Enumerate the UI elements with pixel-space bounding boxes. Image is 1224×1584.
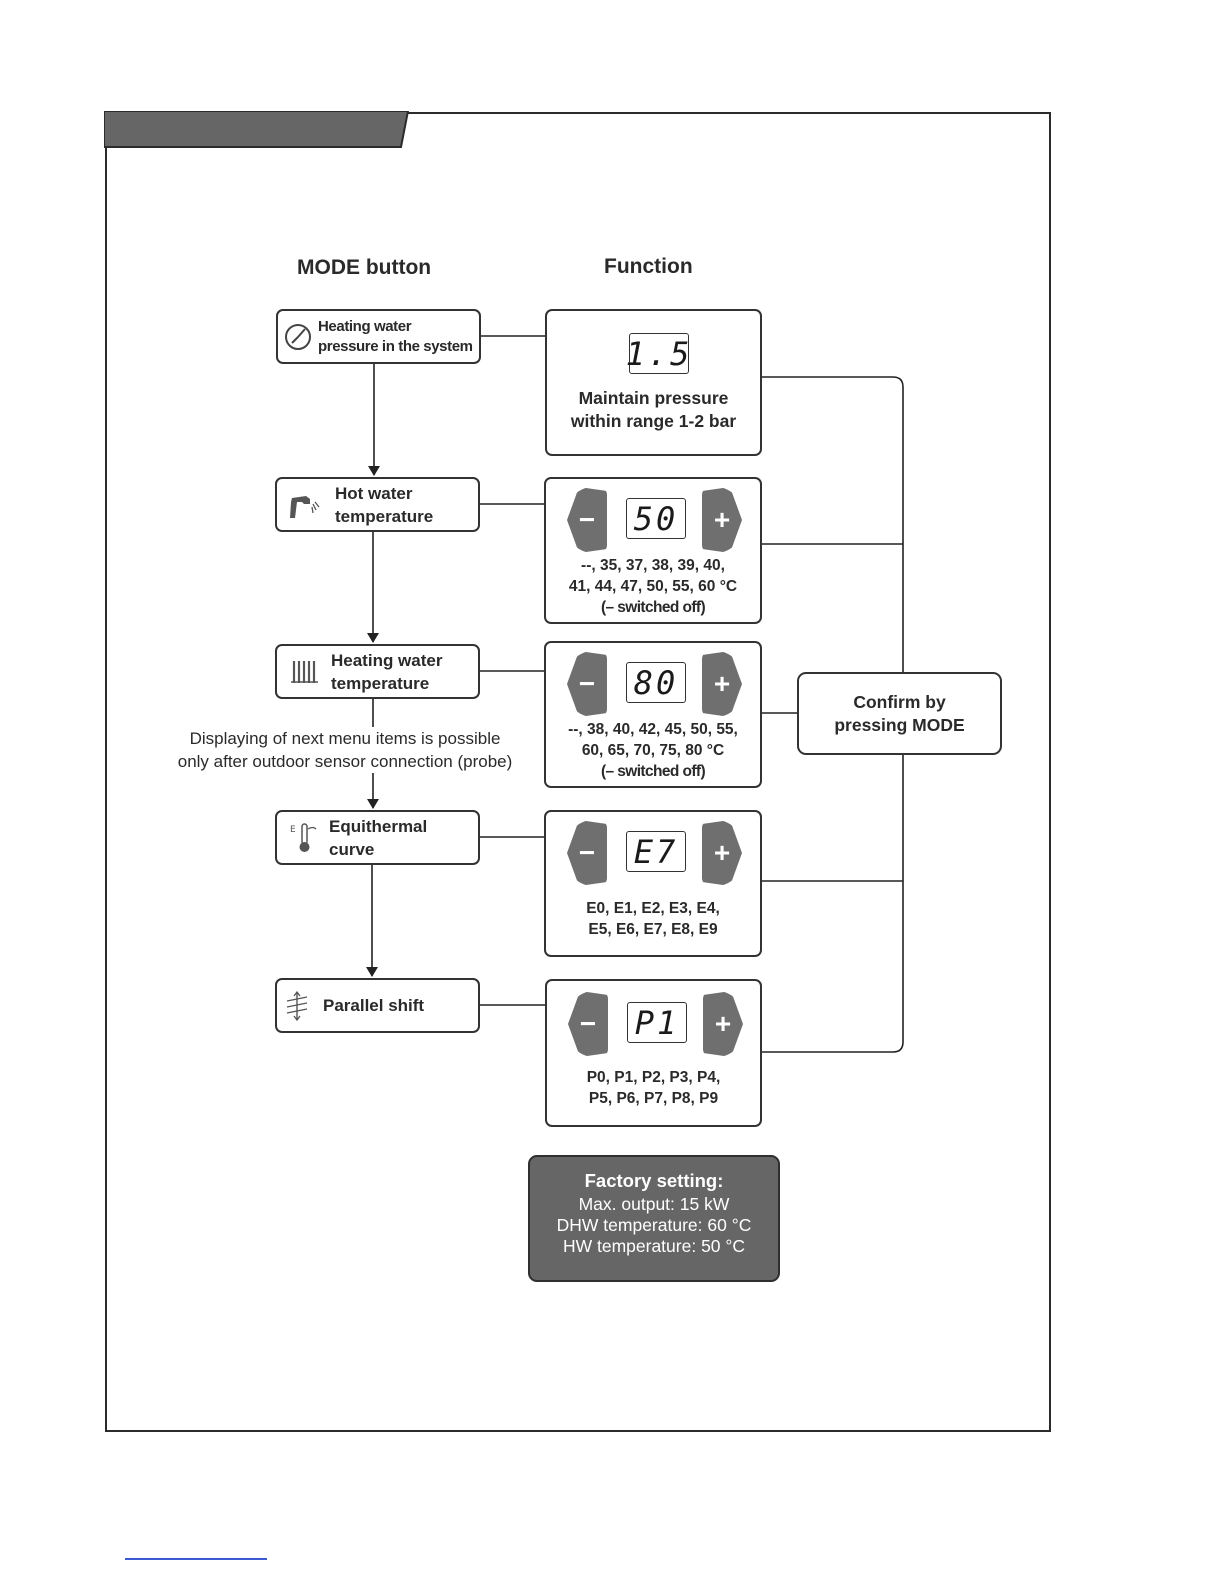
mode-label-line: Heating water bbox=[318, 317, 412, 335]
function-box-parallel-shift: − P1 + P0, P1, P2, P3, P4, P5, P6, P7, P… bbox=[545, 979, 762, 1127]
minus-button[interactable]: − bbox=[567, 820, 607, 886]
function-text-line: --, 35, 37, 38, 39, 40, bbox=[581, 557, 725, 574]
function-box-heating-water: − 80 + --, 38, 40, 42, 45, 50, 55, 60, 6… bbox=[544, 641, 762, 788]
confirm-line: Confirm by bbox=[853, 691, 946, 712]
plus-button[interactable]: + bbox=[702, 651, 742, 717]
mode-button-heading: MODE button bbox=[297, 256, 432, 279]
factory-line-dhw: DHW temperature: 60 °C bbox=[556, 1215, 752, 1235]
function-box-hot-water: − 50 + --, 35, 37, 38, 39, 40, 41, 44, 4… bbox=[544, 477, 762, 624]
mode-label-line: Heating water bbox=[331, 650, 443, 670]
radiator-icon bbox=[285, 658, 325, 686]
mode-box-pressure: Heating water pressure in the system bbox=[276, 309, 481, 364]
factory-title: Factory setting: bbox=[584, 1170, 724, 1191]
confirm-box: Confirm by pressing MODE bbox=[797, 672, 1002, 755]
note-line: Displaying of next menu items is possibl… bbox=[189, 729, 501, 748]
parallel-shift-icon bbox=[277, 990, 317, 1021]
function-text-line: 41, 44, 47, 50, 55, 60 °C bbox=[568, 578, 738, 595]
mode-box-hot-water: Hot water temperature bbox=[275, 477, 480, 532]
plus-button[interactable]: + bbox=[702, 487, 742, 553]
function-text-line: P0, P1, P2, P3, P4, bbox=[586, 1069, 721, 1086]
note-line: only after outdoor sensor connection (pr… bbox=[177, 752, 513, 771]
mode-label-line: temperature bbox=[331, 673, 430, 693]
factory-setting-box: Factory setting: Max. output: 15 kW DHW … bbox=[528, 1155, 780, 1282]
display-parallel-shift: P1 bbox=[627, 1002, 687, 1043]
function-text-line: P5, P6, P7, P8, P9 bbox=[588, 1090, 719, 1107]
confirm-line: pressing MODE bbox=[834, 714, 965, 735]
plus-button[interactable]: + bbox=[702, 820, 742, 886]
function-text-line: (– switched off) bbox=[600, 599, 706, 616]
factory-line-hw: HW temperature: 50 °C bbox=[562, 1236, 746, 1256]
function-text-line: 60, 65, 70, 75, 80 °C bbox=[581, 742, 725, 759]
sensor-note: Displaying of next menu items is possibl… bbox=[150, 727, 540, 773]
thermometer-icon: E bbox=[283, 821, 323, 855]
page-frame bbox=[105, 112, 1051, 1432]
function-text-line: (– switched off) bbox=[600, 763, 706, 780]
function-text-line: Maintain pressure bbox=[578, 388, 729, 408]
display-equithermal: E7 bbox=[626, 831, 686, 872]
function-text-line: --, 38, 40, 42, 45, 50, 55, bbox=[568, 721, 738, 738]
function-box-equithermal: − E7 + E0, E1, E2, E3, E4, E5, E6, E7, E… bbox=[544, 810, 762, 957]
function-text-line: within range 1-2 bar bbox=[570, 411, 737, 431]
minus-button[interactable]: − bbox=[568, 991, 608, 1057]
function-text-line: E5, E6, E7, E8, E9 bbox=[588, 921, 718, 938]
svg-text:E: E bbox=[290, 825, 296, 835]
display-heating-water: 80 bbox=[626, 662, 686, 703]
factory-line-output: Max. output: 15 kW bbox=[578, 1194, 730, 1214]
pressure-gauge-icon bbox=[278, 323, 318, 351]
mode-label-line: temperature bbox=[335, 506, 434, 526]
mode-box-parallel-shift: Parallel shift bbox=[275, 978, 480, 1033]
footer-link-underline bbox=[125, 1558, 267, 1560]
function-heading: Function bbox=[604, 255, 693, 278]
minus-button[interactable]: − bbox=[567, 487, 607, 553]
function-text-line: E0, E1, E2, E3, E4, bbox=[586, 900, 720, 917]
mode-label-line: curve bbox=[329, 839, 375, 859]
mode-label-line: Hot water bbox=[335, 483, 413, 503]
mode-label-line: pressure in the system bbox=[318, 337, 473, 355]
plus-button[interactable]: + bbox=[703, 991, 743, 1057]
function-box-pressure: 1.5 Maintain pressure within range 1-2 b… bbox=[545, 309, 762, 456]
minus-button[interactable]: − bbox=[567, 651, 607, 717]
display-pressure: 1.5 bbox=[625, 333, 693, 374]
header-tab bbox=[104, 111, 410, 148]
mode-box-equithermal: E Equithermal curve bbox=[275, 810, 480, 865]
mode-label-line: Parallel shift bbox=[323, 996, 425, 1015]
display-hot-water: 50 bbox=[626, 498, 686, 539]
mode-label-line: Equithermal bbox=[329, 816, 428, 836]
water-tap-icon bbox=[285, 488, 325, 522]
mode-box-heating-water: Heating water temperature bbox=[275, 644, 480, 699]
